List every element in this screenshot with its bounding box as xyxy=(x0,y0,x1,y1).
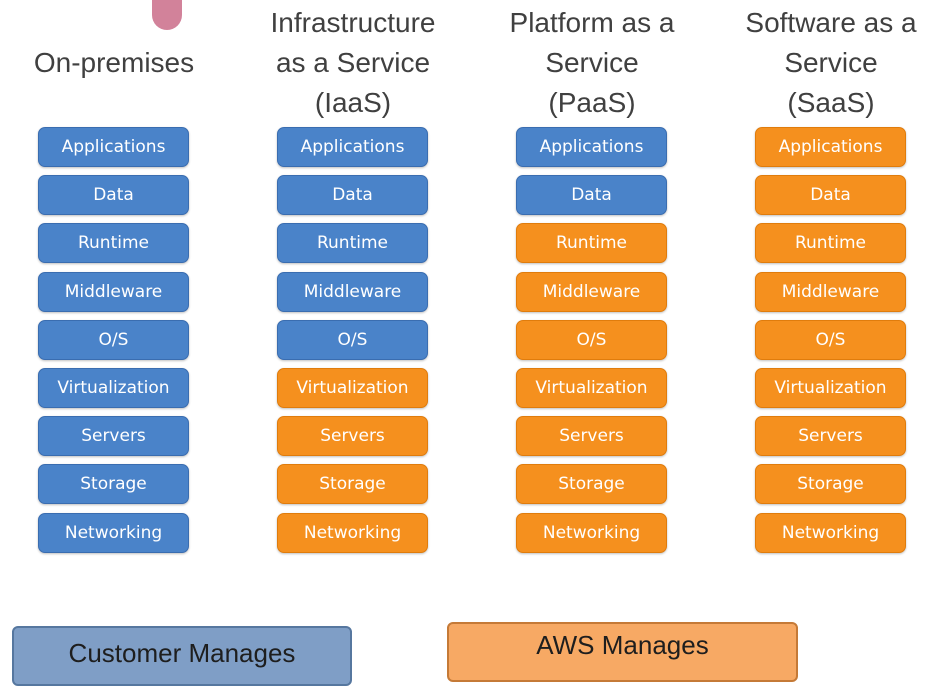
layer-os: O/S xyxy=(516,319,667,360)
layer-storage: Storage xyxy=(755,464,906,505)
stack-paas: Applications Data Runtime Middleware O/S… xyxy=(516,127,667,561)
layer-runtime: Runtime xyxy=(755,223,906,264)
layer-storage: Storage xyxy=(516,464,667,505)
layer-data: Data xyxy=(277,175,428,216)
stack-iaas: Applications Data Runtime Middleware O/S… xyxy=(277,127,428,561)
layer-networking: Networking xyxy=(277,512,428,553)
layer-runtime: Runtime xyxy=(38,223,189,264)
layer-data: Data xyxy=(755,175,906,216)
layer-os: O/S xyxy=(277,319,428,360)
layer-servers: Servers xyxy=(277,416,428,457)
layer-data: Data xyxy=(38,175,189,216)
column-title-iaas: Infrastructure as a Service (IaaS) xyxy=(270,7,436,118)
legend-aws-manages: AWS Manages xyxy=(447,622,798,682)
legend-aws-label: AWS Manages xyxy=(536,630,709,660)
layer-middleware: Middleware xyxy=(516,271,667,312)
layer-os: O/S xyxy=(38,319,189,360)
layer-virtualization: Virtualization xyxy=(755,367,906,408)
stack-saas: Applications Data Runtime Middleware O/S… xyxy=(755,127,906,561)
layer-servers: Servers xyxy=(516,416,667,457)
layer-servers: Servers xyxy=(755,416,906,457)
layer-applications: Applications xyxy=(38,127,189,167)
layer-middleware: Middleware xyxy=(38,271,189,312)
layer-virtualization: Virtualization xyxy=(277,367,428,408)
layer-runtime: Runtime xyxy=(516,223,667,264)
layer-storage: Storage xyxy=(277,464,428,505)
layer-networking: Networking xyxy=(755,512,906,553)
layer-virtualization: Virtualization xyxy=(38,367,189,408)
stack-on-premises: Applications Data Runtime Middleware O/S… xyxy=(38,127,189,561)
column-title-paas: Platform as a Service (PaaS) xyxy=(509,7,675,118)
column-title-on-premises: On-premises xyxy=(33,47,195,78)
layer-servers: Servers xyxy=(38,416,189,457)
layer-networking: Networking xyxy=(516,512,667,553)
layer-data: Data xyxy=(516,175,667,216)
layer-applications: Applications xyxy=(755,127,906,167)
layer-storage: Storage xyxy=(38,464,189,505)
column-title-saas: Software as a Service (SaaS) xyxy=(745,7,917,118)
layer-virtualization: Virtualization xyxy=(516,367,667,408)
layer-networking: Networking xyxy=(38,512,189,553)
layer-applications: Applications xyxy=(277,127,428,167)
layer-middleware: Middleware xyxy=(277,271,428,312)
layer-applications: Applications xyxy=(516,127,667,167)
decorative-shape xyxy=(152,0,182,30)
layer-middleware: Middleware xyxy=(755,271,906,312)
layer-runtime: Runtime xyxy=(277,223,428,264)
layer-os: O/S xyxy=(755,319,906,360)
legend-customer-label: Customer Manages xyxy=(68,638,296,668)
legend-customer-manages: Customer Manages xyxy=(12,626,352,686)
